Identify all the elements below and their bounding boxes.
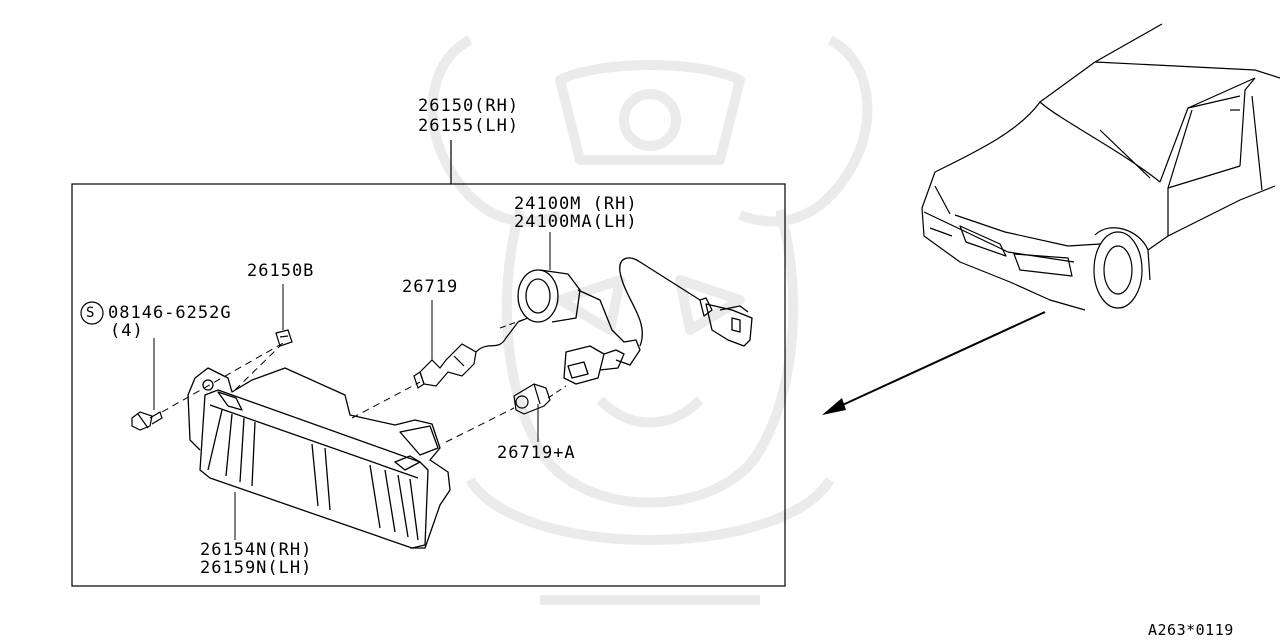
lens-label-lh: 26159N(LH): [200, 558, 313, 578]
bulb-main-label: 26719: [402, 277, 459, 297]
bolt-part: [131, 411, 163, 431]
bulb-socket: [517, 257, 753, 385]
bulb-small-label: 26719+A: [497, 443, 576, 463]
assembly-frame: [71, 183, 786, 587]
bolt-part-label: 08146-6252G: [108, 303, 232, 323]
socket-label-rh: 24100M (RH): [514, 194, 638, 214]
socket-label-lh: 24100MA(LH): [514, 212, 638, 232]
car-illustration: [921, 23, 1280, 311]
figure-reference: A263*0119: [1148, 621, 1234, 639]
small-bulb: [513, 383, 551, 415]
lamp-housing: [187, 367, 451, 549]
clip-label: 26150B: [247, 261, 315, 281]
assembly-label-rh: 26150(RH): [418, 96, 520, 116]
service-symbol-circle: [80, 301, 104, 325]
lens-label-rh: 26154N(RH): [200, 540, 313, 560]
bolt-qty-label: (4): [110, 321, 144, 341]
assembly-label-lh: 26155(LH): [418, 116, 520, 136]
location-arrow: [822, 311, 1046, 415]
service-symbol: S: [86, 305, 95, 321]
clip-part: [275, 329, 293, 347]
lamp-lens: [199, 389, 429, 549]
